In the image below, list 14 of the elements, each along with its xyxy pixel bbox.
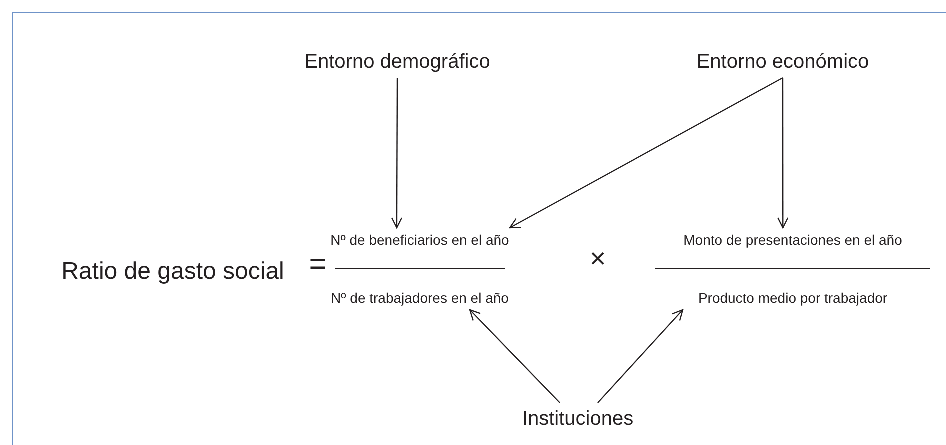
equals-sign: = <box>308 250 328 280</box>
arrow <box>469 309 561 404</box>
multiplication-sign: × <box>588 244 608 274</box>
numerator-text: Monto de presentaciones en el año <box>652 230 934 250</box>
denominator-text: Nº de trabajadores en el año <box>330 288 510 308</box>
denominator-text: Producto medio por trabajador <box>652 288 934 308</box>
factor-label: Entorno demográfico <box>300 48 495 76</box>
arrow <box>509 77 784 229</box>
arrow <box>598 309 684 404</box>
numerator-text: Nº de beneficiarios en el año <box>330 230 510 250</box>
factor-label: Instituciones <box>514 405 642 433</box>
factor-label: Entorno económico <box>690 48 876 76</box>
arrow <box>778 78 789 229</box>
arrow <box>391 78 403 229</box>
